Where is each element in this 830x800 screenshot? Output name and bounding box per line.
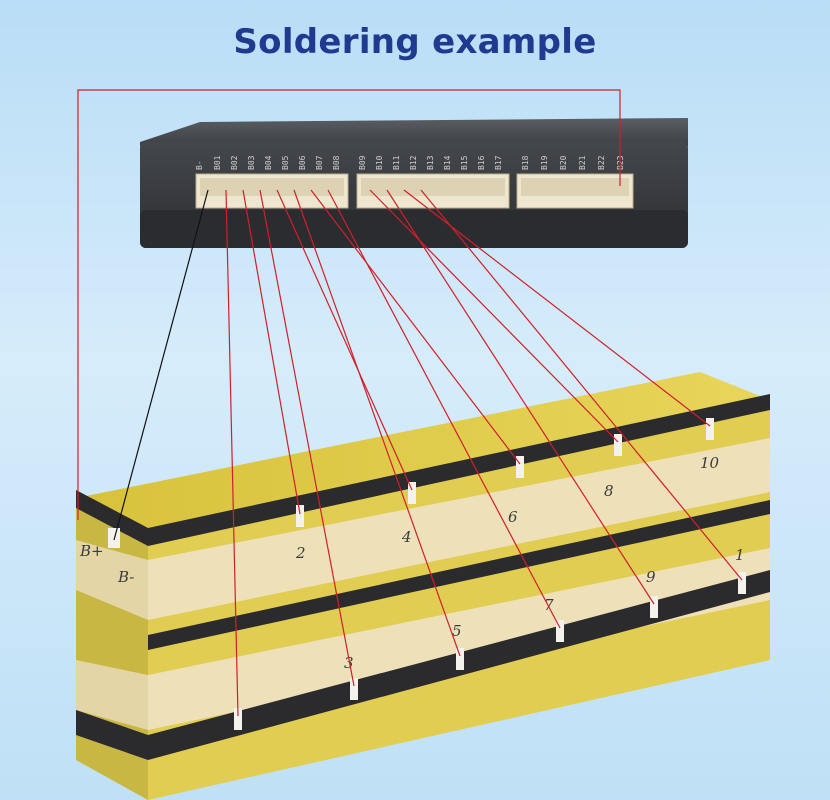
bms-board: B- B01 B02 B03 B04 B05 B06 B07 B08 B09 B… [140, 118, 688, 248]
pin-label: B04 [264, 155, 273, 170]
cell-label-2: 2 [295, 544, 306, 562]
wire-b11 [420, 189, 743, 581]
solder-tab [706, 418, 714, 440]
solder-tab [516, 456, 524, 478]
pin-label: B02 [230, 155, 239, 170]
wire-b04 [276, 189, 413, 491]
pin-label: B08 [332, 155, 341, 170]
wire-b01 [225, 189, 239, 717]
pin-label: B12 [409, 155, 418, 170]
wires [77, 89, 743, 717]
solder-tab [614, 434, 622, 456]
connector-3 [516, 173, 634, 209]
cell-label-7: 7 [544, 596, 554, 614]
cell-label-8: 8 [604, 482, 614, 500]
cell-label-10: 10 [700, 454, 720, 472]
cell-label-4: 4 [401, 528, 412, 546]
solder-tab [456, 648, 464, 670]
solder-tab [234, 708, 242, 730]
pin-label: B03 [247, 155, 256, 170]
wire-b07 [327, 189, 561, 629]
pin-label: B22 [597, 155, 606, 170]
solder-tab [738, 572, 746, 594]
wire-b09 [386, 189, 655, 605]
pin-label: B05 [281, 155, 290, 170]
pin-label: B07 [315, 155, 324, 170]
pin-labels-group1: B- B01 B02 B03 B04 B05 B06 B07 B08 [195, 155, 341, 170]
pin-label: B06 [298, 155, 307, 170]
wire-b02 [242, 189, 301, 515]
solder-tab [350, 678, 358, 700]
cell-label-9: 9 [646, 568, 656, 586]
pin-label: B09 [358, 155, 367, 170]
wire-b10 [403, 189, 711, 427]
wire-bminus [113, 189, 209, 541]
pin-label: B01 [213, 155, 222, 170]
pin-label: B21 [578, 155, 587, 170]
pin-label: B19 [540, 155, 549, 170]
cell-label-11: 1 [735, 546, 745, 564]
solder-tab [556, 620, 564, 642]
connector-1 [195, 173, 349, 209]
wire-b03 [259, 189, 355, 687]
connector-2 [356, 173, 510, 209]
pin-label: B10 [375, 155, 384, 170]
wire-b06 [310, 189, 521, 465]
wire-b05 [293, 189, 461, 657]
label-b-plus: B+ [79, 542, 104, 560]
solder-tab [296, 505, 304, 527]
wire-bplus [77, 89, 621, 520]
pin-label: B20 [559, 155, 568, 170]
cell-label-5: 5 [452, 622, 462, 640]
pin-label: B13 [426, 155, 435, 170]
page-title: Soldering example [233, 22, 597, 62]
cell-label-6: 6 [508, 508, 518, 526]
pin-label: B11 [392, 155, 401, 170]
battery-pack: B+ B- 2 3 4 5 6 7 8 9 10 1 [76, 372, 770, 800]
cell-label-3: 3 [344, 654, 354, 672]
wire-b08 [369, 189, 619, 443]
pin-label: B17 [494, 155, 503, 170]
pin-label: B18 [521, 155, 530, 170]
pin-label: B16 [477, 155, 486, 170]
label-b-minus: B- [117, 568, 134, 586]
solder-tab [408, 482, 416, 504]
solder-tab [650, 596, 658, 618]
pin-label: B- [195, 160, 204, 170]
pin-labels-group2: B09 B10 B11 B12 B13 B14 B15 B16 B17 [358, 155, 503, 170]
pin-label: B14 [443, 155, 452, 170]
pin-label: B15 [460, 155, 469, 170]
